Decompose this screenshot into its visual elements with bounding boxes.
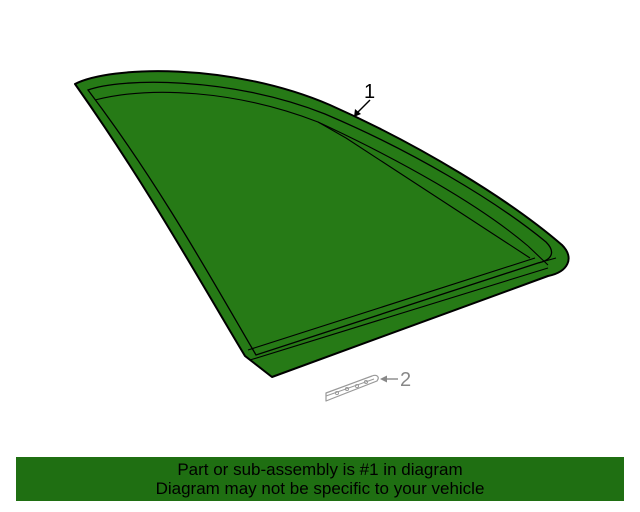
bracket-part[interactable]	[325, 374, 379, 402]
corner-detail	[527, 245, 557, 266]
lower-moulding-line	[247, 257, 536, 351]
bracket-outline	[325, 374, 379, 402]
bracket-hole	[363, 379, 369, 385]
callout-1-arrowhead	[354, 109, 361, 117]
glass-inner-edge	[86, 81, 553, 356]
callout-1-label: 1	[364, 81, 375, 103]
banner-line-2: Diagram may not be specific to your vehi…	[155, 479, 485, 498]
bracket-hole	[334, 390, 340, 396]
callout-2-arrowhead	[380, 375, 387, 383]
bracket-edge	[325, 378, 375, 397]
bracket-hole	[344, 386, 350, 392]
disclaimer-banner: Part or sub-assembly is #1 in diagram Di…	[16, 457, 624, 501]
callout-1: 1	[354, 81, 375, 117]
banner-line-1: Part or sub-assembly is #1 in diagram	[177, 460, 463, 479]
lower-moulding-line-2	[249, 267, 549, 361]
callout-1-leader	[356, 99, 371, 114]
glass-outer-frame	[74, 70, 570, 378]
quarter-window-glass[interactable]	[74, 70, 570, 378]
top-moulding-line-2	[317, 121, 531, 259]
bracket-hole	[354, 383, 360, 389]
callout-2-label: 2	[400, 369, 411, 391]
callout-2: 2	[380, 369, 411, 391]
